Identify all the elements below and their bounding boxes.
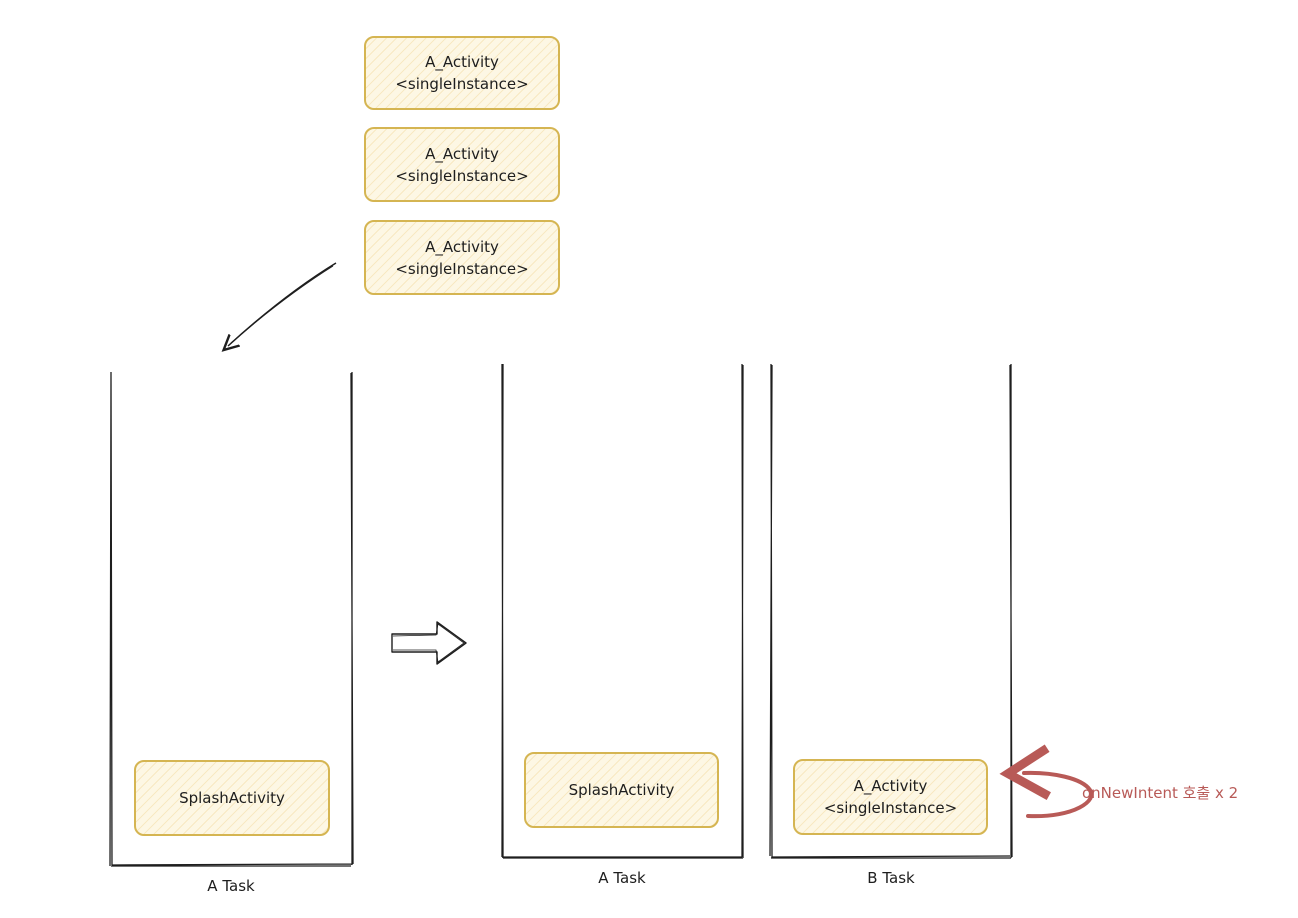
incoming-activity-box: A_Activity <singleInstance> [364,36,560,110]
task-container-after-b [769,363,1013,859]
task-label-after-b: B Task [867,869,915,887]
task-container-before [109,371,354,867]
splash-activity-box-after: SplashActivity [524,752,719,828]
a-activity-box-after: A_Activity <singleInstance> [793,759,988,835]
activity-name: SplashActivity [179,789,285,807]
on-new-intent-note: onNewIntent 호출 x 2 [1082,784,1239,802]
activity-name: A_Activity [425,237,499,256]
on-new-intent-arrow [999,744,1094,819]
task-container-after-a [501,363,744,859]
task-label-before: A Task [207,877,255,895]
activity-name: A_Activity [425,53,499,71]
incoming-activity-box: A_Activity <singleInstance> [364,220,560,295]
activity-name: A_Activity [425,144,499,163]
launch-mode: <singleInstance> [395,259,529,278]
splash-activity-box-before: SplashActivity [134,760,330,836]
launch-mode: <singleInstance> [395,75,529,93]
task-label-after-a: A Task [598,869,646,887]
incoming-arrow [228,262,337,346]
launch-mode: <singleInstance> [823,799,958,817]
activity-name: A_Activity [853,777,928,795]
transition-arrow [391,621,467,665]
launch-mode: <singleInstance> [395,166,529,185]
incoming-activity-box: A_Activity <singleInstance> [364,127,560,202]
activity-name: SplashActivity [568,781,675,799]
